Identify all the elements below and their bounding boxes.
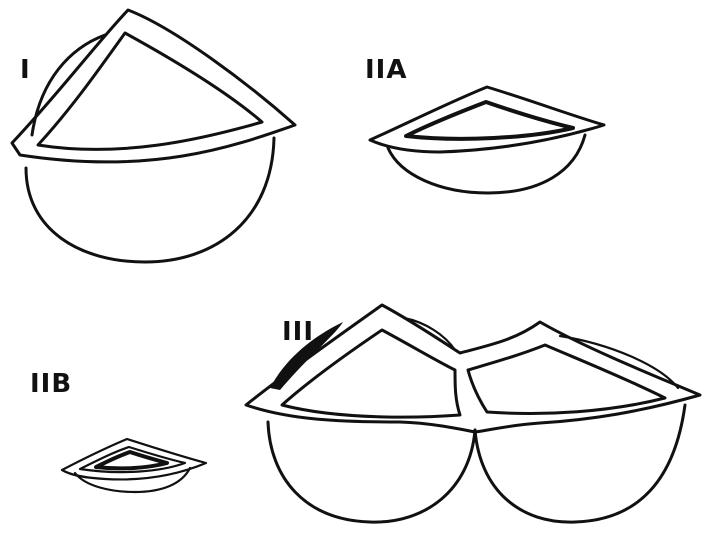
shape-iia: IIA	[365, 55, 604, 193]
label-i: I	[20, 55, 31, 85]
shape-iii-lid-inner-right	[468, 345, 665, 413]
shape-i-lid-inner	[38, 33, 262, 149]
shape-i: I	[12, 10, 295, 262]
shape-iii-bowl-right	[475, 405, 685, 522]
shape-iia-bowl	[388, 135, 585, 193]
shape-iib: IIB	[30, 369, 206, 492]
shape-iii-divider	[475, 432, 476, 440]
label-iib: IIB	[30, 369, 72, 399]
label-iia: IIA	[365, 55, 407, 85]
shape-iii-bowl-left	[268, 422, 475, 522]
shape-iii: III	[246, 305, 700, 522]
shape-i-bowl	[26, 138, 274, 262]
label-iii: III	[282, 317, 314, 347]
shape-iia-lid-outer	[370, 87, 604, 152]
shape-i-lid-outer	[12, 10, 295, 162]
shape-iib-lid-outer	[62, 439, 206, 479]
